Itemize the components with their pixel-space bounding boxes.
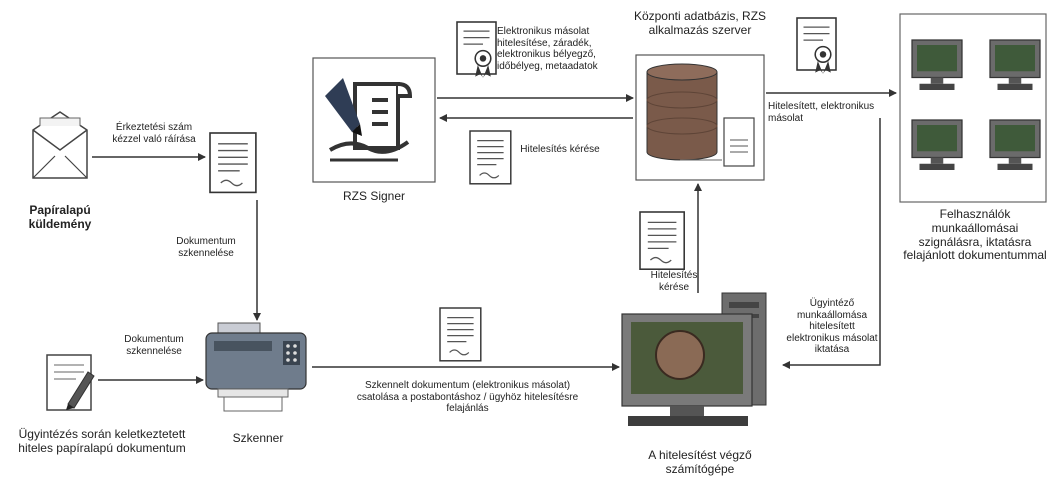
document-icon <box>469 130 512 185</box>
scanner-icon <box>205 322 307 412</box>
handwriting-icon <box>46 354 95 411</box>
certificate-icon <box>456 21 497 79</box>
scan-doc-label-1: Dokumentum szkennelése <box>176 236 236 259</box>
connectors <box>92 89 897 384</box>
handwritten-doc-label: Ügyintézés során keletkeztetett hiteles … <box>18 427 186 455</box>
database-server-icon <box>635 54 765 181</box>
clerk-filing-label: Ügyintéző munkaállomása hitelesített ele… <box>786 298 878 355</box>
server-signer-services-label: Elektronikus másolat hitelesítése, zárad… <box>497 26 598 72</box>
document-icon <box>639 211 685 270</box>
users-label: Felhasználók munkaállomásai szignálásra,… <box>903 207 1047 263</box>
document-icon <box>209 132 257 194</box>
monitor-icon <box>899 13 1047 203</box>
signer-icon <box>312 57 436 183</box>
computer-icon <box>621 292 767 426</box>
certificate-icon <box>796 17 837 75</box>
scan-doc-label-2: Dokumentum szkennelése <box>124 334 184 357</box>
document-icon <box>439 307 482 362</box>
scanner-label: Szkenner <box>232 431 284 445</box>
envelope-label: Papíralapú küldemény <box>28 203 92 231</box>
auth-request-label-1: Hitelesítés kérése <box>520 144 600 155</box>
auth-request-label-2: Hitelesítés kérése <box>650 270 698 293</box>
authenticated-copy-label: Hitelesített, elektronikus másolat <box>768 101 875 124</box>
envelope-icon <box>32 111 88 179</box>
server-label: Központi adatbázis, RZS alkalmazás szerv… <box>633 9 767 37</box>
scanned-doc-attach-label: Szkennelt dokumentum (elektronikus másol… <box>356 380 579 414</box>
workstation-label: A hitelesítést végző számítógépe <box>648 448 752 476</box>
signer-label: RZS Signer <box>342 189 406 203</box>
register-number-label: Érkeztetési szám kézzel való ráírása <box>112 122 196 145</box>
